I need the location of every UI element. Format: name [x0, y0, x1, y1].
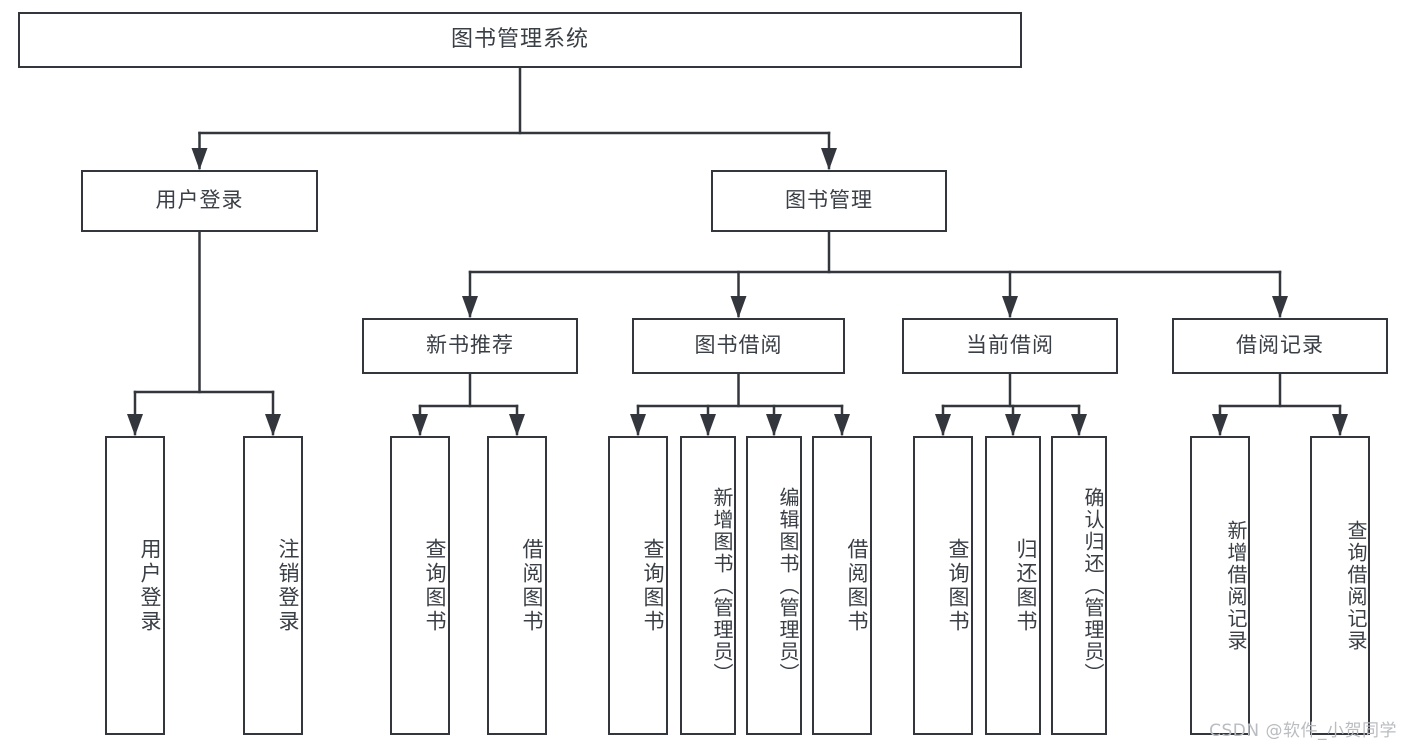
node-label: 注销登录: [276, 537, 300, 634]
node-label: 图书管理系统: [450, 26, 589, 52]
arrow-head: [935, 414, 951, 436]
node-leaf-add-borrow-record[interactable]: 新增借阅记录: [1190, 436, 1250, 735]
arrow-head: [1005, 414, 1021, 436]
arrow-head: [462, 296, 478, 318]
node-label: 借阅图书: [520, 537, 544, 634]
arrow-head: [509, 414, 525, 436]
arrow-head: [730, 296, 747, 318]
arrow-head: [1332, 414, 1348, 436]
node-label: 用户登录: [155, 188, 244, 213]
node-new-book-recommend[interactable]: 新书推荐: [362, 318, 578, 374]
node-user-login[interactable]: 用户登录: [81, 170, 318, 232]
node-label: 新书推荐: [426, 333, 514, 358]
node-leaf-borrow-book-1[interactable]: 借阅图书: [487, 436, 547, 735]
node-current-borrow[interactable]: 当前借阅: [902, 318, 1118, 374]
node-root[interactable]: 图书管理系统: [18, 12, 1022, 68]
node-label: 新增图书（管理员）: [710, 486, 734, 685]
node-label: 归还图书: [1014, 537, 1038, 634]
node-label: 查询图书: [946, 537, 970, 634]
node-leaf-query-book-3[interactable]: 查询图书: [913, 436, 973, 735]
node-leaf-query-book-1[interactable]: 查询图书: [390, 436, 450, 735]
node-label: 确认归还（管理员）: [1081, 486, 1105, 685]
arrow-head: [630, 414, 646, 436]
node-leaf-user-login[interactable]: 用户登录: [105, 436, 165, 735]
arrow-head: [1212, 414, 1228, 436]
arrow-head: [821, 148, 837, 170]
node-leaf-edit-book-admin[interactable]: 编辑图书（管理员）: [746, 436, 802, 735]
node-label: 查询借阅记录: [1344, 519, 1368, 652]
node-leaf-query-borrow-record[interactable]: 查询借阅记录: [1310, 436, 1370, 735]
node-label: 图书借阅: [694, 333, 783, 358]
node-label: 用户登录: [138, 537, 162, 634]
arrow-head: [127, 414, 143, 436]
node-label: 查询图书: [423, 537, 447, 634]
node-label: 编辑图书（管理员）: [776, 486, 800, 685]
node-leaf-borrow-book-2[interactable]: 借阅图书: [812, 436, 872, 735]
node-label: 借阅图书: [845, 537, 869, 634]
node-label: 当前借阅: [966, 333, 1054, 358]
node-book-borrow[interactable]: 图书借阅: [632, 318, 845, 374]
arrow-head: [1272, 296, 1288, 318]
arrow-head: [700, 414, 716, 436]
node-leaf-user-logout[interactable]: 注销登录: [243, 436, 303, 735]
watermark: CSDN @软件_小贺同学: [1209, 721, 1397, 741]
arrow-head: [766, 414, 782, 436]
node-label: 查询图书: [641, 537, 665, 634]
node-label: 新增借阅记录: [1224, 519, 1248, 652]
node-label: 图书管理: [785, 188, 873, 213]
node-leaf-query-book-2[interactable]: 查询图书: [608, 436, 668, 735]
node-book-management[interactable]: 图书管理: [711, 170, 947, 232]
node-leaf-confirm-return-admin[interactable]: 确认归还（管理员）: [1051, 436, 1107, 735]
arrow-head: [1002, 296, 1018, 318]
node-leaf-add-book-admin[interactable]: 新增图书（管理员）: [680, 436, 736, 735]
arrow-head: [265, 414, 281, 436]
arrow-head: [412, 414, 428, 436]
arrow-head: [191, 148, 208, 170]
node-label: 借阅记录: [1236, 333, 1324, 358]
arrow-head: [834, 414, 850, 436]
node-leaf-return-book[interactable]: 归还图书: [985, 436, 1041, 735]
arrow-head: [1071, 414, 1087, 436]
node-borrow-records[interactable]: 借阅记录: [1172, 318, 1388, 374]
